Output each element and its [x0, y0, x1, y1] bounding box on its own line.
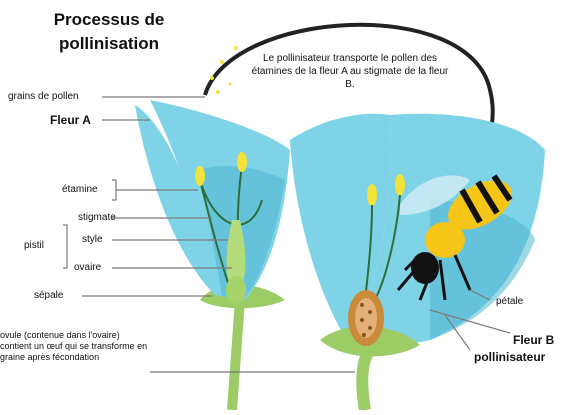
flower-b-stem	[362, 350, 370, 410]
label-pollinisateur: pollinisateur	[474, 351, 545, 363]
label-ovaire: ovaire	[74, 262, 101, 274]
bee-thorax	[425, 222, 465, 258]
pollinator-note: Le pollinisateur transporte le pollen de…	[250, 52, 450, 91]
diagram-title: Processus de pollinisation	[24, 8, 194, 56]
label-fleur-a: Fleur A	[50, 114, 91, 126]
label-etamine: étamine	[62, 184, 98, 196]
label-pistil: pistil	[24, 240, 44, 252]
label-style: style	[82, 234, 103, 246]
flower-a-anther-2	[237, 152, 247, 172]
label-grains-pollen: grains de pollen	[8, 91, 79, 103]
flower-a	[135, 100, 290, 410]
label-petale: pétale	[496, 296, 523, 308]
flower-a-anther-1	[195, 166, 205, 186]
pollen-dots	[210, 46, 238, 94]
label-sepale: sépale	[34, 290, 63, 302]
flower-a-stem	[232, 300, 240, 410]
label-ovule: ovule (contenue dans l'ovaire) contient …	[0, 330, 150, 363]
flower-a-ovary	[226, 276, 246, 304]
label-stigmate: stigmate	[78, 212, 116, 224]
bee-head	[411, 252, 439, 284]
label-fleur-b: Fleur B	[513, 334, 554, 346]
